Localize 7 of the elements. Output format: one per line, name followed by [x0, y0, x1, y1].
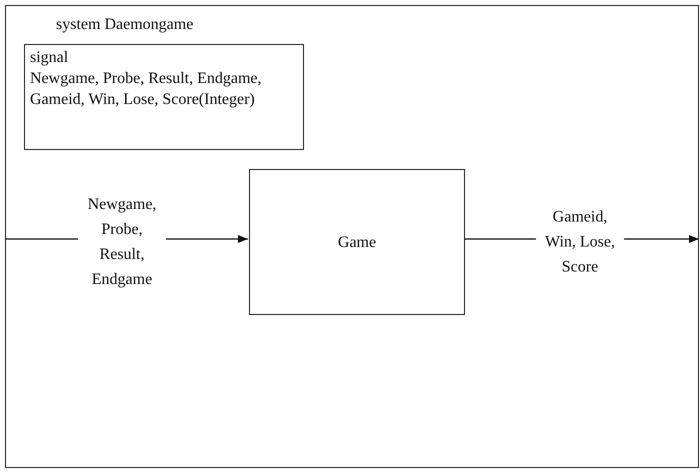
process-box [249, 169, 465, 315]
keyword: signal [30, 48, 68, 68]
system-title: system Daemongame [56, 16, 194, 34]
signal-declaration-box [24, 44, 304, 150]
system-frame [5, 5, 699, 468]
signal-list: Newgame, Probe, Result, Endgame, Gameid, Win, Lose, Score(Integer) [30, 68, 298, 110]
process-name: Game [338, 232, 376, 252]
